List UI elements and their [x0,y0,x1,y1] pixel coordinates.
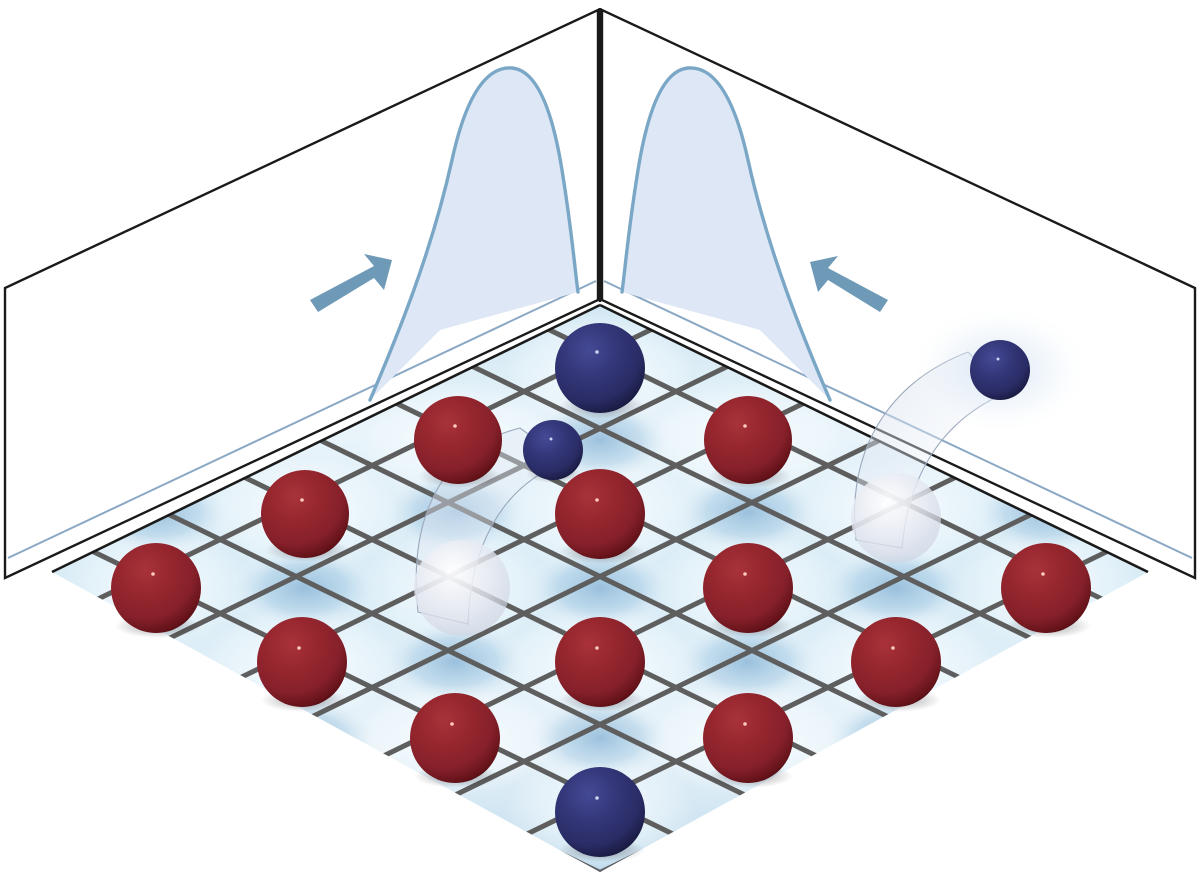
right-gaussian-beam-curve [620,66,832,402]
ghost-atom-vacancy-left [414,540,510,636]
red-atom-center-upper [555,469,645,564]
lattice-edge-upper-left [51,303,601,574]
atoms-group [111,304,1092,862]
ghost-atom-vacancy-right [851,473,941,563]
red-atom-center-lower [555,617,645,712]
red-atom-mid-left [261,470,349,562]
red-atom-center-right [703,543,793,638]
left-back-panel [3,8,600,580]
blue-atom-small-excited [523,420,583,483]
beam-profiles-group [368,8,832,402]
red-atom-right-edge [1001,543,1091,638]
left-gaussian-beam-profile [370,67,578,400]
red-atom-lower-left [257,617,347,712]
red-atom-lower-right [851,617,941,712]
blue-atom-lattice-bottom [555,767,645,862]
right-gaussian-beam-profile [622,67,830,400]
right-back-panel [600,8,1197,580]
blue-atom-ejected [970,340,1030,400]
blue-atom-lattice-top [555,323,645,419]
right-beam-direction-arrow [810,256,888,312]
red-atom-bottom-left [410,693,500,788]
red-atom-left-edge [111,543,201,638]
left-panel-bottom-rail [7,280,597,559]
red-atom-upper-left [414,396,502,488]
beam-direction-arrows [310,254,888,312]
red-atom-bottom-right [703,693,793,788]
left-beam-direction-arrow [310,254,392,312]
red-atom-upper-right [704,396,792,488]
left-gaussian-beam-curve [368,66,580,402]
